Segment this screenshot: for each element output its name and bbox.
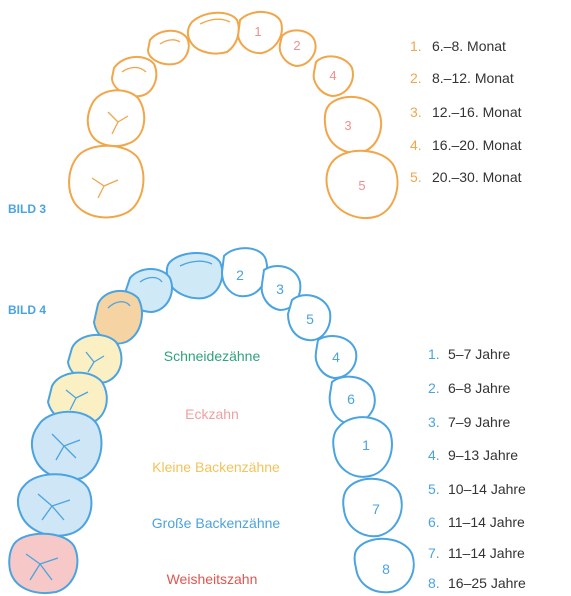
perm-tooth-number: 1	[362, 437, 370, 453]
legend-text: 6–8 Jahre	[448, 380, 510, 396]
baby-tooth-number: 4	[329, 68, 336, 83]
legend-text: 9–13 Jahre	[448, 447, 518, 463]
legend-number: 7.	[428, 545, 440, 561]
perm-tooth-number: 2	[236, 267, 244, 283]
baby-tooth-number: 3	[344, 118, 351, 133]
legend-text: 5–7 Jahre	[448, 346, 510, 362]
perm-tooth-number: 6	[347, 391, 355, 407]
legend-number: 1.	[410, 38, 422, 54]
baby-tooth-molar2-left	[69, 146, 143, 218]
perm-tooth-number: 3	[276, 281, 284, 297]
legend-text: 11–14 Jahre	[448, 545, 525, 561]
baby-tooth-molar1-right	[325, 97, 381, 153]
bild3-label: BILD 3	[8, 202, 46, 216]
legend-number: 1.	[428, 346, 440, 362]
legend-number: 5.	[428, 481, 440, 497]
perm-tooth-number: 7	[372, 501, 380, 517]
bild3-legend: 1. 6.–8. Monat 2. 8.–12. Monat 3. 12.–16…	[410, 38, 522, 185]
baby-tooth-number: 1	[254, 24, 261, 39]
legend-number: 4.	[428, 447, 440, 463]
legend-text: 8.–12. Monat	[432, 70, 514, 86]
legend-number: 4.	[410, 137, 422, 153]
legend-number: 2.	[428, 380, 440, 396]
bild4-label: BILD 4	[8, 303, 46, 317]
category-label-wisdom: Weisheitszahn	[167, 571, 258, 587]
legend-number: 6.	[428, 514, 440, 530]
bild4-legend: 1. 5–7 Jahre 2. 6–8 Jahre 3. 7–9 Jahre 4…	[428, 346, 526, 591]
legend-text: 16.–20. Monat	[432, 137, 522, 153]
bild3-arch	[69, 12, 397, 218]
legend-number: 3.	[428, 414, 440, 430]
legend-text: 6.–8. Monat	[432, 38, 506, 54]
legend-text: 20.–30. Monat	[432, 169, 522, 185]
legend-number: 2.	[410, 70, 422, 86]
perm-tooth-number: 4	[332, 349, 340, 365]
legend-text: 7–9 Jahre	[448, 414, 510, 430]
legend-text: 16–25 Jahre	[448, 575, 526, 591]
baby-tooth-lateral-left	[148, 31, 189, 65]
category-label-premolars: Kleine Backenzähne	[152, 459, 280, 475]
baby-tooth-number: 5	[358, 178, 365, 193]
perm-incisor-lateral-right	[222, 248, 267, 296]
legend-number: 5.	[410, 169, 422, 185]
legend-number: 8.	[428, 575, 440, 591]
legend-text: 12.–16. Monat	[432, 104, 522, 120]
baby-tooth-number: 2	[293, 38, 300, 53]
perm-incisor-central-left	[167, 253, 223, 298]
perm-tooth-number: 8	[382, 561, 390, 577]
legend-text: 10–14 Jahre	[448, 481, 526, 497]
legend-number: 3.	[410, 104, 422, 120]
baby-tooth-central-left	[188, 13, 239, 54]
category-label-molars: Große Backenzähne	[152, 515, 281, 531]
category-label-canine: Eckzahn	[185, 406, 239, 422]
category-label-incisors: Schneidezähne	[164, 348, 261, 364]
perm-tooth-number: 5	[306, 311, 314, 327]
bild4-categories: Schneidezähne Eckzahn Kleine Backenzähne…	[152, 348, 281, 587]
perm-molar1-left	[32, 412, 102, 480]
legend-text: 11–14 Jahre	[448, 514, 525, 530]
baby-tooth-molar1-left	[88, 90, 144, 146]
